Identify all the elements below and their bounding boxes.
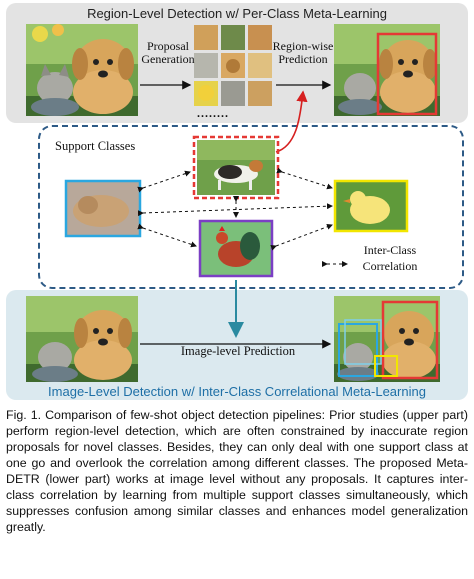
support-dog-image: [192, 135, 280, 200]
inter-class-correlation-legend: Inter-Class Correlation: [350, 244, 430, 273]
proposal-label-line2: Generation: [141, 52, 195, 66]
regionwise-label-line2: Prediction: [278, 52, 328, 66]
cat-detection-box-alt: [344, 319, 382, 365]
proposal-crops-grid: [194, 25, 272, 106]
dog-detection-box-bottom: [381, 300, 439, 380]
support-to-prediction-arrow: [275, 90, 308, 153]
regionwise-prediction-label: Region-wise Prediction: [271, 40, 335, 66]
support-rooster-image: [198, 219, 274, 278]
duck-detection-box: [374, 355, 398, 377]
cat-detection-box: [338, 323, 378, 377]
support-duck-image: [333, 179, 409, 233]
legend-label-line1: Inter-Class: [363, 243, 417, 257]
proposal-generation-label: Proposal Generation: [140, 40, 196, 66]
support-cat-image: [64, 179, 142, 238]
image-level-title: Image-Level Detection w/ Inter-Class Cor…: [48, 384, 426, 399]
legend-label-line2: Correlation: [362, 259, 418, 273]
dog-detection-box: [376, 32, 438, 116]
proposal-label-line1: Proposal: [147, 39, 189, 53]
output-image-bottom: [334, 296, 440, 382]
inter-class-arrows: [137, 167, 348, 267]
caption-text: Fig. 1. Comparison of few-shot object de…: [6, 408, 468, 534]
input-image-bottom: [26, 296, 138, 382]
image-level-prediction-label: Image-level Prediction: [168, 345, 308, 358]
input-image-top: [26, 24, 138, 116]
pipeline-diagram: [26, 24, 440, 382]
region-level-title: Region-Level Detection w/ Per-Class Meta…: [87, 6, 387, 21]
regionwise-label-line1: Region-wise: [272, 39, 334, 53]
proposal-more-ellipsis: ........: [197, 106, 229, 120]
support-classes-label: Support Classes: [55, 139, 136, 153]
support-classes-box: [38, 125, 464, 289]
figure-caption: Fig. 1. Comparison of few-shot object de…: [6, 407, 468, 535]
output-image-top: [334, 24, 440, 116]
